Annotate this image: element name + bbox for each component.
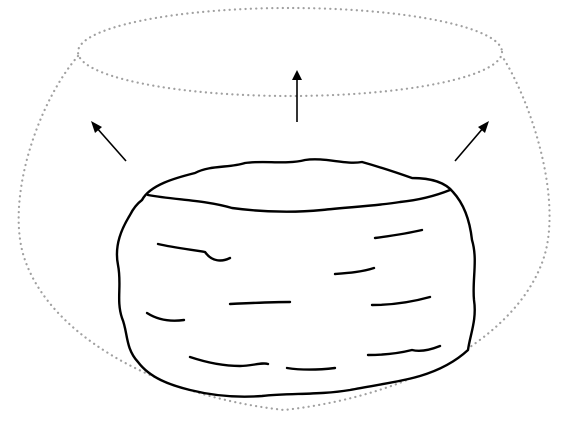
expanded-outline-top bbox=[78, 8, 502, 96]
arrow-up-left-icon bbox=[91, 121, 126, 161]
arrow-up-right-icon bbox=[455, 121, 489, 161]
compact-object-outline bbox=[117, 159, 475, 396]
compact-object bbox=[117, 159, 475, 396]
